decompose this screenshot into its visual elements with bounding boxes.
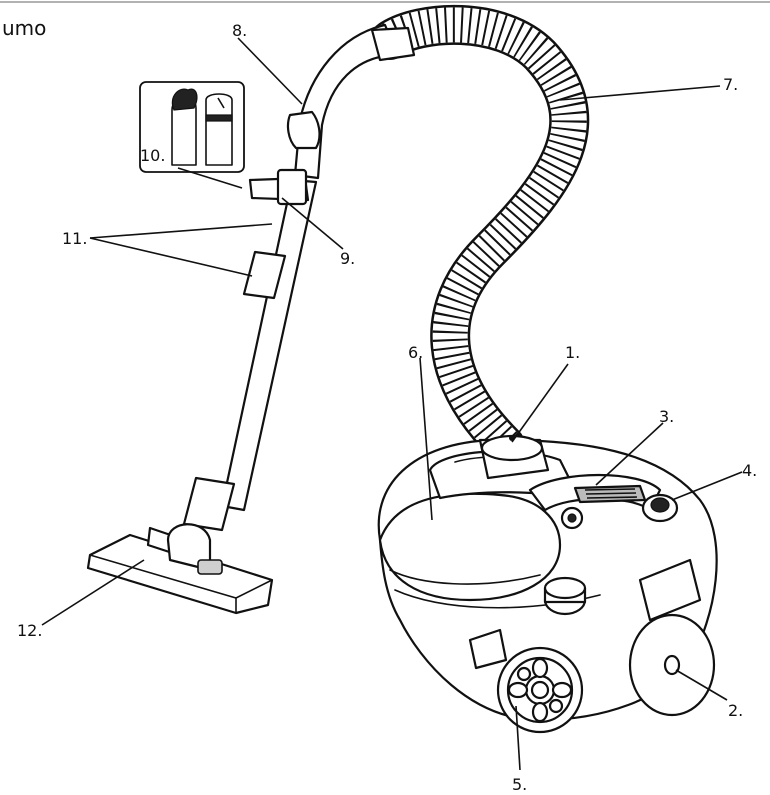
leader-8 — [237, 37, 303, 105]
vacuum-body — [377, 434, 718, 734]
leader-lines — [41, 37, 743, 771]
callout-12: 12. — [17, 621, 42, 640]
floor-nozzle — [86, 523, 274, 615]
callout-7: 7. — [723, 75, 738, 94]
callout-6: 6. — [408, 343, 423, 362]
leader-11-b — [89, 237, 253, 277]
leader-5 — [515, 705, 521, 771]
accessory-inset-box — [139, 81, 245, 173]
callout-11: 11. — [62, 229, 87, 248]
callout-8: 8. — [232, 21, 247, 40]
callout-10: 10. — [140, 146, 165, 165]
flexible-hose — [370, 4, 590, 465]
leader-1 — [511, 363, 569, 443]
callout-5: 5. — [512, 775, 527, 794]
callout-9: 9. — [340, 249, 355, 268]
telescopic-tube — [182, 178, 318, 532]
callout-3: 3. — [659, 407, 674, 426]
header-partial-text: umo — [2, 16, 46, 40]
leader-9 — [281, 197, 344, 250]
callout-4: 4. — [742, 461, 757, 480]
leader-3 — [595, 422, 664, 486]
leader-11-a — [89, 223, 273, 239]
hose-handle — [286, 23, 416, 180]
leader-10 — [177, 167, 243, 189]
leader-6 — [419, 357, 433, 521]
callout-2: 2. — [728, 701, 743, 720]
callout-1: 1. — [565, 343, 580, 362]
leader-2 — [675, 669, 728, 701]
leader-12 — [41, 559, 145, 626]
callout-labels: 8. 7. 10. 11. 9. 6. 1. 3. 4. 12. 2. 5. — [17, 21, 757, 794]
accessory-clip — [248, 168, 310, 206]
leader-7 — [559, 85, 721, 101]
leader-4 — [671, 471, 743, 501]
